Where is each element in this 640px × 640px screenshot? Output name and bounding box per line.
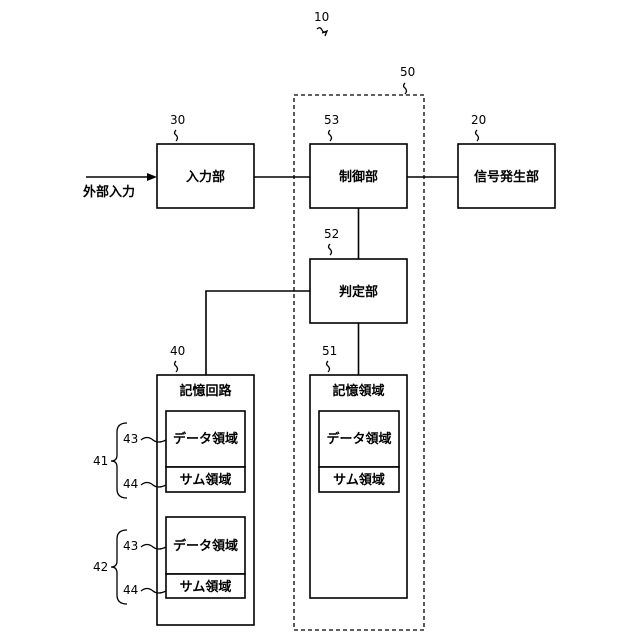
judgment-unit-label: 判定部 [339, 284, 378, 300]
ref-group2: 42 [93, 560, 108, 574]
external-input-arrowhead [147, 173, 157, 181]
ref-data-area-2: 43 [123, 539, 138, 553]
signal-generator-label: 信号発生部 [474, 169, 539, 185]
memory-region-sum-area-label: サム領域 [333, 472, 385, 488]
ref-input: 30 [170, 113, 185, 127]
ref-sum-area-2: 44 [123, 583, 138, 597]
memory-region-label: 記憶領域 [332, 383, 384, 399]
ref-data-area-1: 43 [123, 432, 138, 446]
ref-ctrl-unit-leader [404, 83, 407, 94]
ref-memory-region: 51 [322, 344, 337, 358]
ref-memory-circuit: 40 [170, 344, 185, 358]
ref-sum-area-1: 44 [123, 477, 138, 491]
ref-control-leader [329, 130, 332, 141]
group2-sum-area-label: サム領域 [180, 579, 232, 595]
external-input-label: 外部入力 [82, 184, 135, 200]
ref-judge: 52 [324, 227, 339, 241]
memory-region-data-area-label: データ領域 [326, 431, 391, 447]
ref-memory-circuit-leader [175, 361, 178, 372]
ref-signal-gen-leader [476, 130, 479, 141]
memory-circuit-label: 記憶回路 [179, 383, 232, 399]
ref-memory-region-leader [327, 361, 330, 372]
group1-data-area-label: データ領域 [173, 431, 238, 447]
ref-input-leader [175, 130, 178, 141]
ref-control: 53 [324, 113, 339, 127]
ref-judge-leader [329, 244, 332, 255]
input-unit-label: 入力部 [186, 169, 225, 185]
group2-data-area-label: データ領域 [173, 538, 238, 554]
ref-ctrl-unit: 50 [400, 65, 415, 79]
ref-signal-gen: 20 [471, 113, 486, 127]
group1-sum-area-label: サム領域 [180, 472, 232, 488]
control-unit-label: 制御部 [339, 169, 378, 185]
ref-group1: 41 [93, 454, 108, 468]
ref-device: 10 [314, 10, 329, 24]
